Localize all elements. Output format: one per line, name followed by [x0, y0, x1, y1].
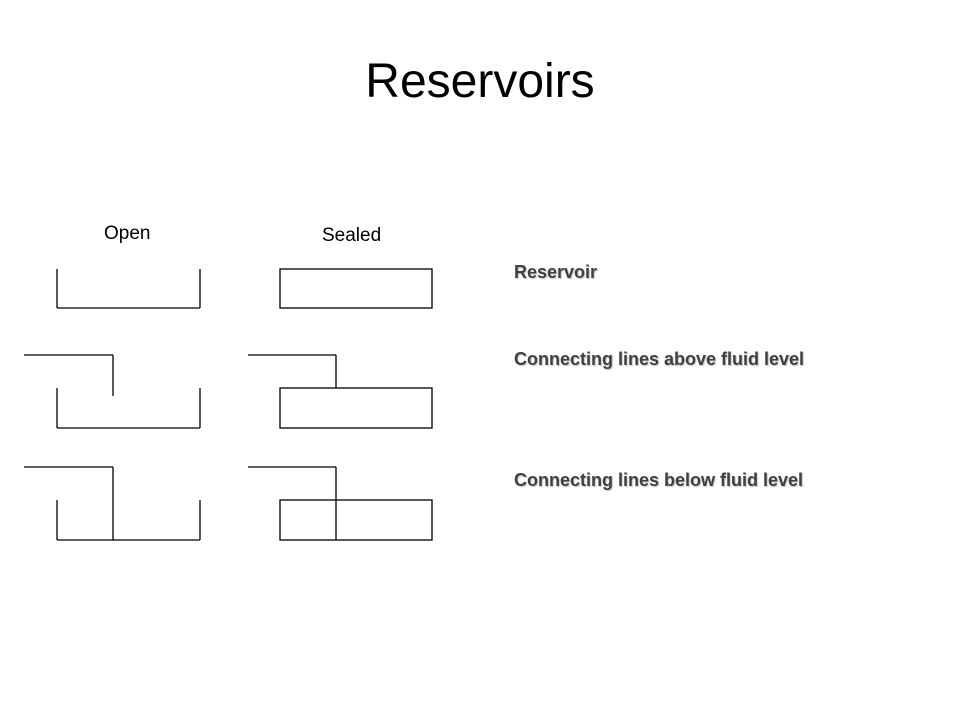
open-reservoir-line-below [24, 466, 201, 541]
row-description-lines-below: Connecting lines below fluid level [514, 470, 804, 490]
open-reservoir [56, 269, 201, 309]
sealed-reservoir-line-below [248, 466, 433, 541]
row-description-reservoir: Reservoir [514, 262, 598, 282]
column-label-sealed: Sealed [322, 225, 382, 246]
slide-title: Reservoirs [365, 55, 595, 108]
open-reservoir-line-above [24, 354, 201, 429]
sealed-reservoir-line-above [248, 354, 433, 429]
sealed-reservoir [279, 268, 433, 309]
row-description-lines-above: Connecting lines above fluid level [514, 349, 805, 369]
column-label-open: Open [104, 223, 151, 244]
